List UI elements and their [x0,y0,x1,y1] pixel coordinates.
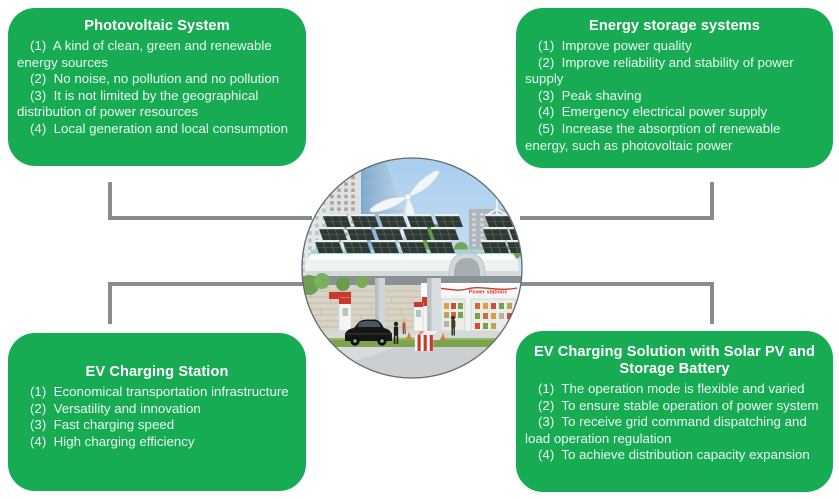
grass-strip [309,338,515,348]
card-item: (1) A kind of clean, green and renewable… [17,38,276,70]
connector-bottom-left [108,282,312,324]
card-item: (2) To ensure stable operation of power … [538,397,819,413]
person [402,318,406,334]
connector-top-left [108,182,312,220]
traffic-cone [406,331,446,340]
info-card-ev-charging-solution: EV Charging Solution with Solar PV and S… [516,331,833,492]
info-card-photovoltaic-system: Photovoltaic System (1) A kind of clean,… [8,8,306,166]
card-item: (3) To receive grid command dispatching … [525,414,811,446]
card-item: (4) Emergency electrical power supply [538,104,768,120]
charging-post [413,301,424,332]
ev-car [345,319,392,346]
canopy-shadow [302,276,522,285]
store-shelves [444,303,512,329]
card-title: EV Charging Station [85,364,229,380]
card-item: (1) Economical transportation infrastruc… [30,384,289,399]
card-item: (1) The operation mode is flexible and v… [538,381,805,396]
card-item: (4) To achieve distribution capacity exp… [538,447,810,463]
info-card-ev-charging-station: EV Charging Station (1) Economical trans… [8,333,306,491]
striped-bollard [414,331,438,352]
store-sign-text: Power stations [469,290,507,296]
info-card-energy-storage-systems: Energy storage systems (1) Improve power… [516,8,833,168]
connector-top-right [520,182,714,220]
card-item: (4) High charging efficiency [30,433,195,449]
card-item: (1) Improve power quality [538,38,692,53]
card-title: EV Charging Solution with Solar PV and S… [533,344,816,377]
connector-bottom-right [520,282,714,324]
person [393,321,399,344]
charging-post [329,292,353,333]
card-item: (3) Peak shaving [538,87,642,103]
solar-canopy [305,249,519,278]
card-item: (2) No noise, no pollution and no pollut… [30,71,280,87]
circle-border [301,157,523,379]
canopy-pillars [375,278,441,340]
center-illustration-ev-solar-station: Power stations [301,157,523,379]
card-item: (4) Local generation and local consumpti… [30,120,288,136]
card-item: (5) Increase the absorption of renewable… [525,120,785,153]
card-item: (2) Versatility and innovation [30,400,201,416]
pavement [302,347,522,378]
person [451,316,455,336]
canopy-arch [448,252,486,279]
card-title: Energy storage systems [589,18,760,34]
card-item: (3) Fast charging speed [30,417,175,433]
card-item: (3) It is not limited by the geographica… [17,87,263,120]
card-title: Photovoltaic System [84,18,230,34]
card-item: (2) Improve reliability and stability of… [525,54,798,87]
